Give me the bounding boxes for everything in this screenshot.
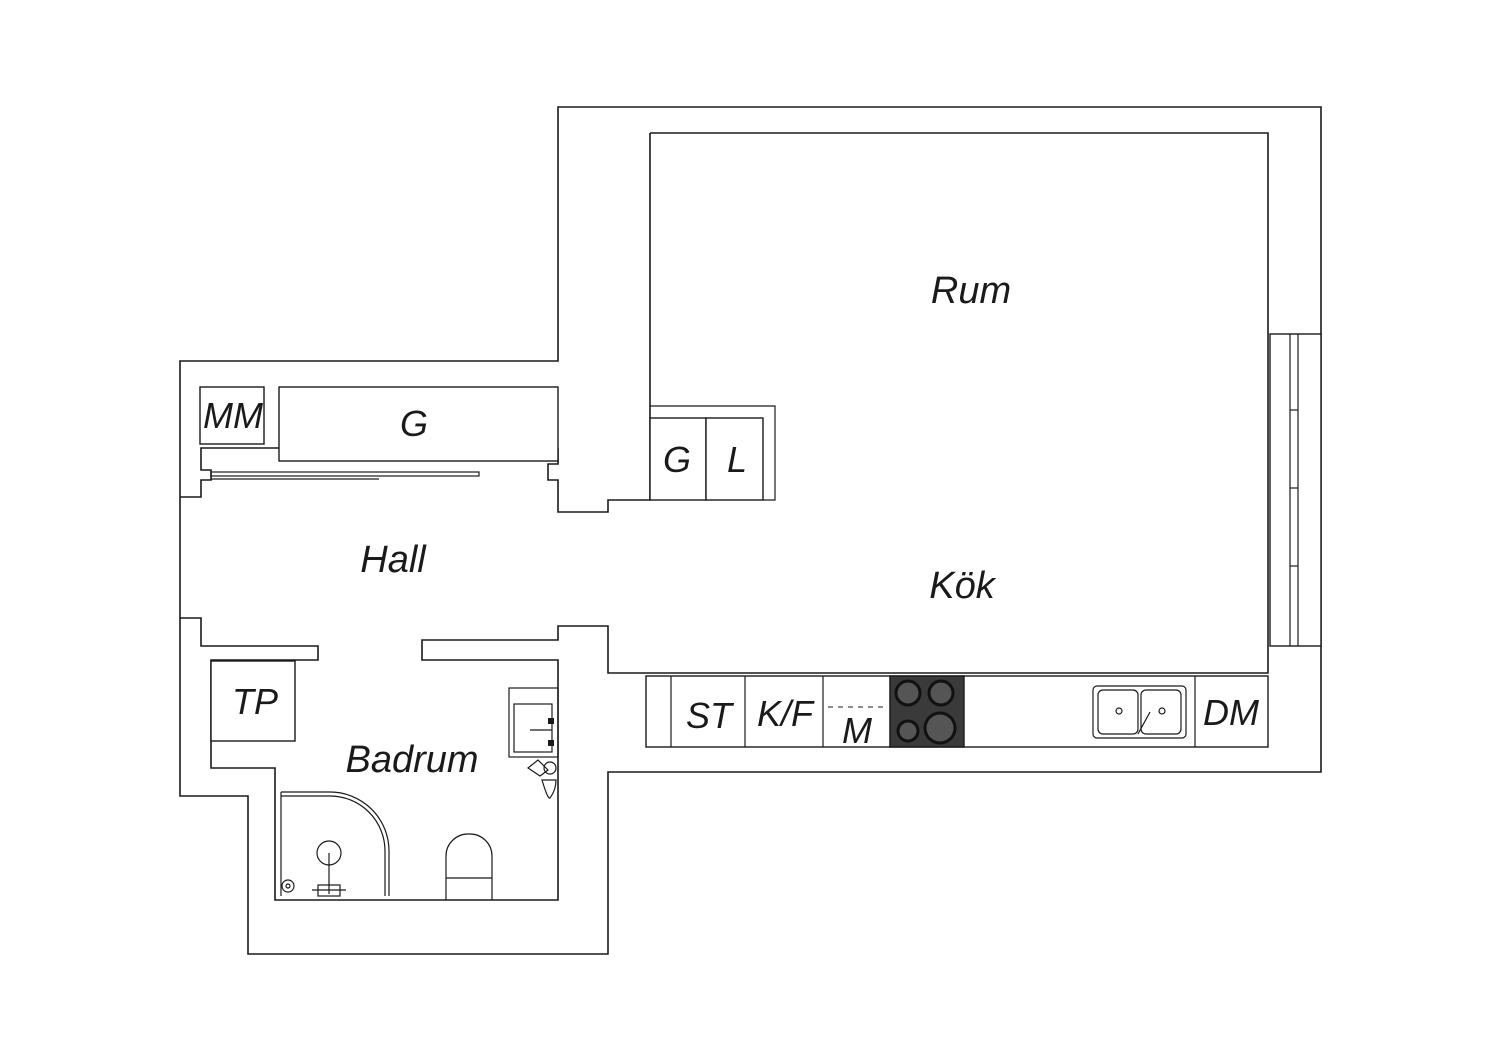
- shower-icon: [280, 791, 390, 897]
- stove-icon: [889, 675, 965, 748]
- window: [1269, 333, 1322, 647]
- fixture-label-mm: MM: [203, 395, 263, 436]
- room-label-rum: Rum: [931, 270, 1011, 312]
- closet-mm: [199, 386, 265, 445]
- fixture-label-l: L: [727, 439, 747, 480]
- sliding-door-rail: [210, 471, 480, 477]
- fixture-label-st: ST: [686, 695, 735, 736]
- room-label-hall: Hall: [360, 539, 427, 581]
- closet-rum-frame: [650, 405, 776, 501]
- fixture-label-g-hall: G: [400, 403, 428, 444]
- toilet-icon: [445, 833, 493, 900]
- closet-g-rum: [649, 417, 707, 501]
- fixture-label-m: M: [842, 710, 872, 751]
- fixture-label-dm: DM: [1203, 692, 1259, 733]
- fixture-label-kf: K/F: [757, 693, 815, 734]
- fixture-label-g-rum: G: [663, 439, 691, 480]
- room-label-kok: Kök: [929, 565, 996, 607]
- closet-l: [705, 417, 764, 501]
- bathroom-sink-icon: [508, 687, 559, 758]
- outer-wall: [179, 106, 1322, 955]
- towel-hook-icon: [526, 759, 557, 799]
- kitchen-sink-icon: [1092, 685, 1187, 739]
- closet-g-hall: [278, 386, 559, 462]
- inner-wall-rum-kok: [180, 132, 1269, 901]
- hall-wall-right: [547, 133, 651, 513]
- fixture-label-tp: TP: [232, 681, 278, 722]
- room-label-badrum: Badrum: [345, 739, 478, 781]
- tp-box: [210, 660, 296, 742]
